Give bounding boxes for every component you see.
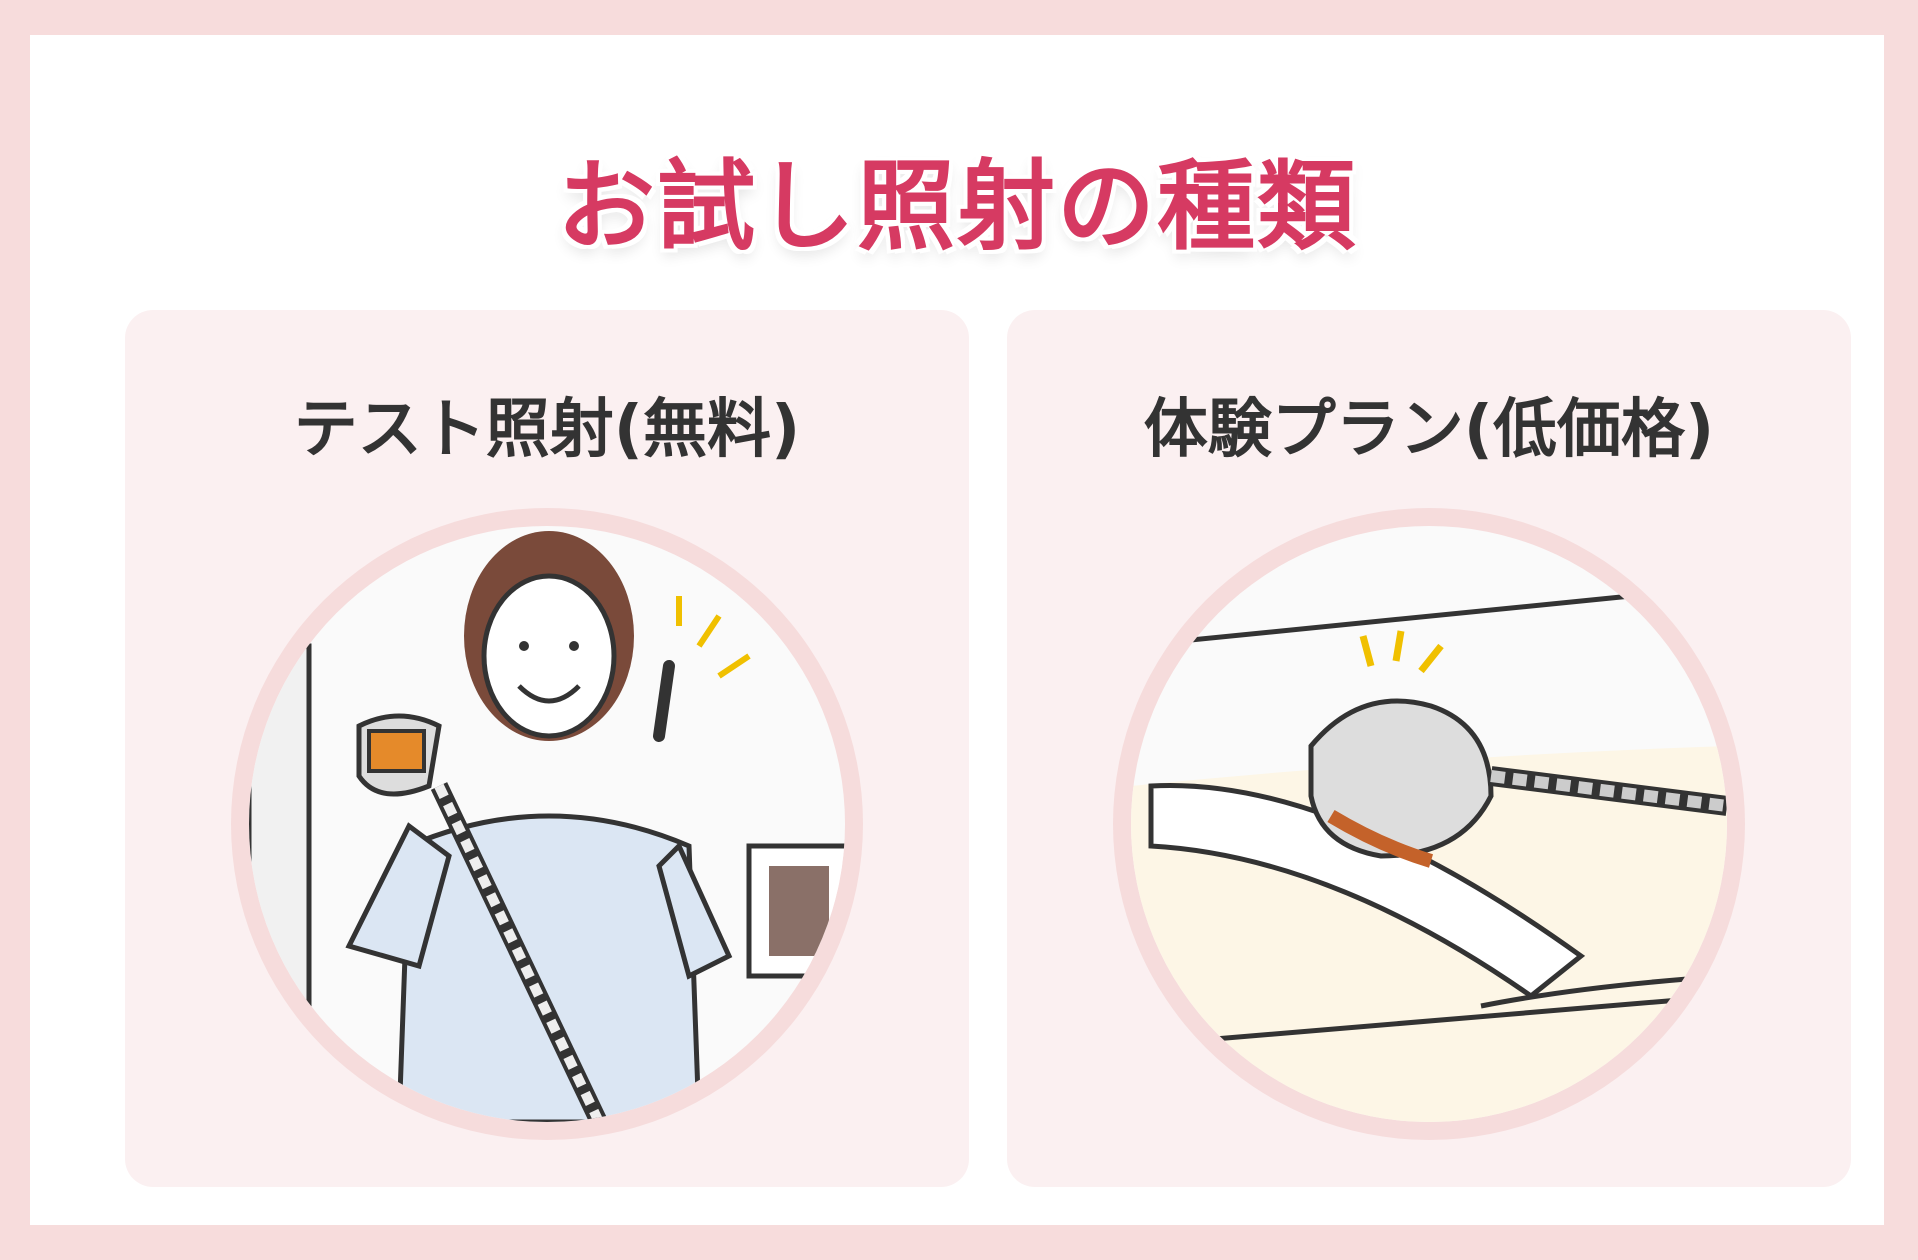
panel-trial-plan: 体験プラン(低価格) xyxy=(1007,310,1851,1187)
arm-treatment-illustration xyxy=(1131,526,1727,1122)
woman-with-laser-illustration xyxy=(249,526,845,1122)
illustration-frame xyxy=(1113,508,1745,1140)
content-card: お試し照射の種類 テスト照射(無料) xyxy=(30,35,1884,1225)
illustration-frame xyxy=(231,508,863,1140)
panel-title: 体験プラン(低価格) xyxy=(1143,393,1715,467)
panel-test-irradiation: テスト照射(無料) xyxy=(125,310,969,1187)
page-title: お試し照射の種類 xyxy=(556,150,1357,264)
panel-title: テスト照射(無料) xyxy=(293,393,801,467)
